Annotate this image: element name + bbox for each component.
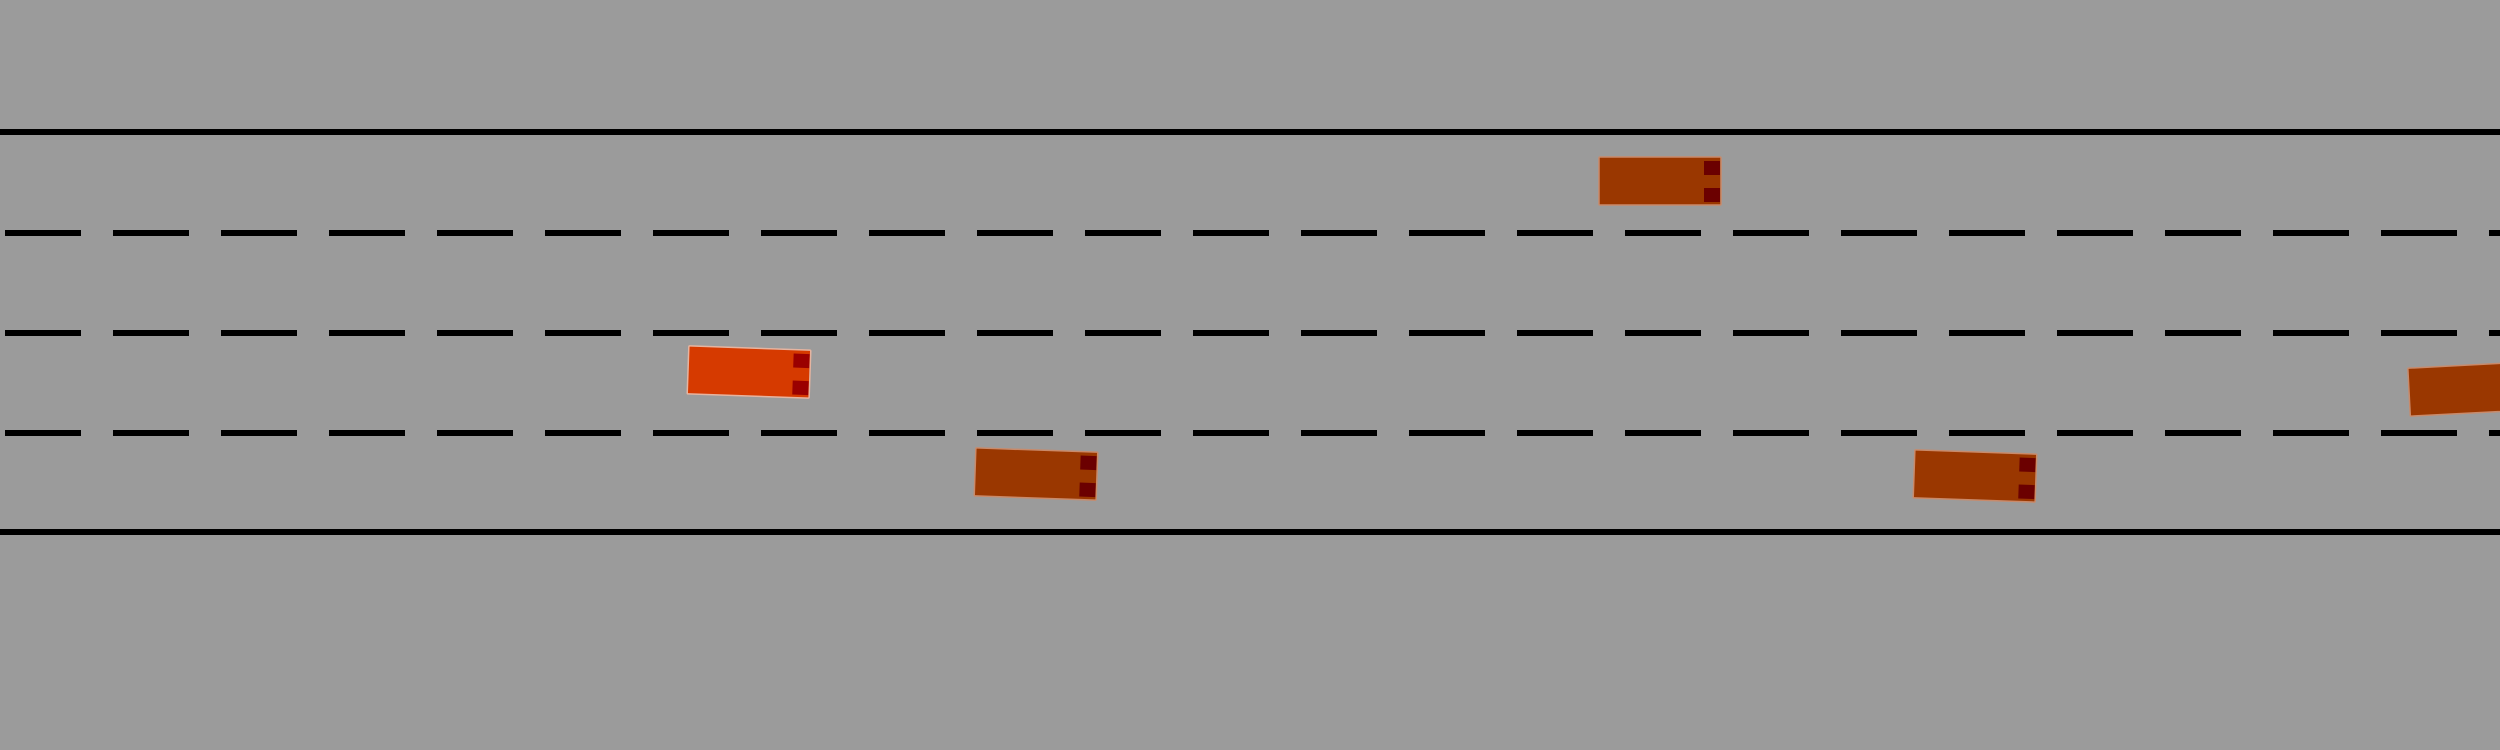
vehicle-ego xyxy=(686,345,812,399)
vehicle-car-3 xyxy=(1912,449,2038,503)
vehicle-light-lower xyxy=(792,380,809,396)
vehicle-body xyxy=(686,345,812,399)
vehicle-car-2 xyxy=(973,447,1099,501)
vehicle-car-4 xyxy=(2407,361,2500,417)
vehicle-light-upper xyxy=(793,353,810,369)
vehicle-body xyxy=(1598,156,1722,206)
vehicle-light-lower xyxy=(2018,484,2035,500)
vehicle-light-upper xyxy=(2019,457,2036,473)
vehicle-body xyxy=(2407,361,2500,417)
vehicle-light-lower xyxy=(1704,188,1720,202)
vehicle-car-1 xyxy=(1598,156,1722,206)
vehicle-light-lower xyxy=(1079,482,1096,498)
vehicle-light-upper xyxy=(1704,161,1720,175)
vehicle-light-upper xyxy=(1080,455,1097,471)
vehicle-body xyxy=(973,447,1099,501)
vehicle-body xyxy=(1912,449,2038,503)
